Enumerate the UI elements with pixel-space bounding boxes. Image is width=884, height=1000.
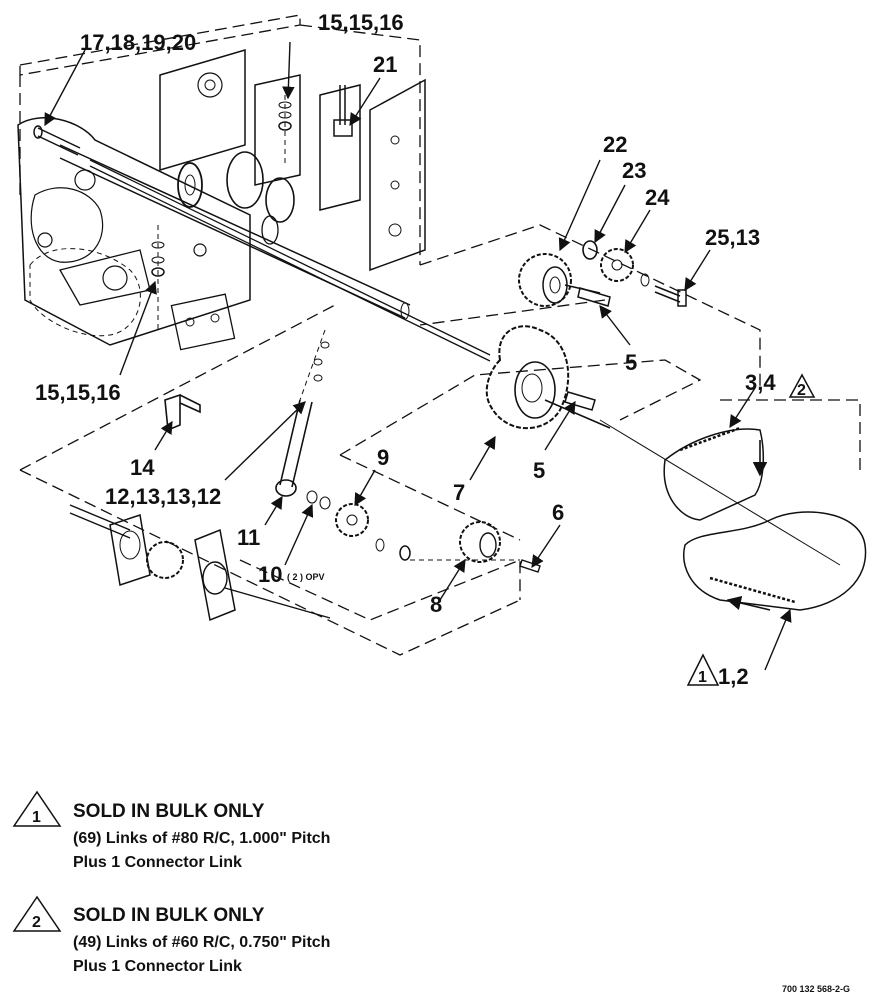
- callout-24: 24: [645, 185, 670, 210]
- leader-lines: [44, 41, 792, 671]
- callout-5-upper: 5: [625, 350, 637, 375]
- lower-idler-assembly: [69, 504, 331, 622]
- idler-arm-11: [275, 329, 331, 510]
- note-2: 2 SOLD IN BULK ONLY (49) Links of #60 R/…: [12, 895, 330, 975]
- callout-5-lower: 5: [533, 458, 545, 483]
- note-1-line2: Plus 1 Connector Link: [73, 854, 242, 871]
- note-1: 1 SOLD IN BULK ONLY (69) Links of #80 R/…: [12, 790, 330, 871]
- callout-21: 21: [373, 52, 397, 77]
- sprocket-9: [335, 503, 411, 561]
- note-2-marker-small-text: 2: [797, 382, 806, 399]
- callout-3-4: 3,4: [745, 370, 776, 395]
- callout-22: 22: [603, 132, 627, 157]
- callout-17-20: 17,18,19,20: [80, 30, 196, 55]
- note-1-marker: 1: [32, 809, 41, 826]
- callout-15-16-top: 15,15,16: [318, 10, 404, 35]
- main-shaft: [59, 144, 491, 362]
- stud-21: [333, 85, 353, 137]
- bracket-14: [164, 393, 201, 432]
- washer-stack-top: [278, 95, 292, 165]
- callout-14: 14: [130, 455, 155, 480]
- note-1-line1: (69) Links of #80 R/C, 1.000" Pitch: [73, 830, 330, 847]
- callout-10: 10: [258, 562, 282, 587]
- note-1-marker-small: 1: [686, 653, 720, 686]
- note-2-marker-small: 2: [788, 373, 816, 399]
- callout-6: 6: [552, 500, 564, 525]
- note-1-title: SOLD IN BULK ONLY: [73, 801, 265, 822]
- callout-1-2: 1,2: [718, 664, 749, 689]
- callout-8: 8: [430, 592, 442, 617]
- center-lines: [410, 419, 841, 566]
- callout-23: 23: [622, 158, 646, 183]
- sprocket-8: [459, 521, 541, 573]
- drawing-reference-number: 700 132 568-2-G: [782, 984, 850, 994]
- callout-12-13: 12,13,13,12: [105, 484, 221, 509]
- callout-25-13: 25,13: [705, 225, 760, 250]
- chain-1-2: [683, 511, 867, 611]
- bolt-17-20: [33, 125, 81, 156]
- note-1-marker-small-text: 1: [698, 669, 707, 686]
- callout-15-16-left: 15,15,16: [35, 380, 121, 405]
- note-2-marker: 2: [32, 914, 41, 931]
- callout-7: 7: [453, 480, 465, 505]
- callout-9: 9: [377, 445, 389, 470]
- phantom-outline: [19, 224, 861, 656]
- note-2-line1: (49) Links of #60 R/C, 0.750" Pitch: [73, 934, 330, 951]
- sprocket-7: [485, 325, 611, 430]
- sprocket-22: [518, 253, 601, 307]
- washer-stack-left: [151, 225, 165, 330]
- note-2-title: SOLD IN BULK ONLY: [73, 905, 265, 926]
- chain-3-4: [663, 426, 765, 521]
- callout-11: 11: [237, 525, 260, 550]
- callout-10-note: ( 2 ) OPV: [287, 572, 325, 582]
- gearbox-plate: [159, 48, 426, 272]
- note-2-line2: Plus 1 Connector Link: [73, 958, 242, 975]
